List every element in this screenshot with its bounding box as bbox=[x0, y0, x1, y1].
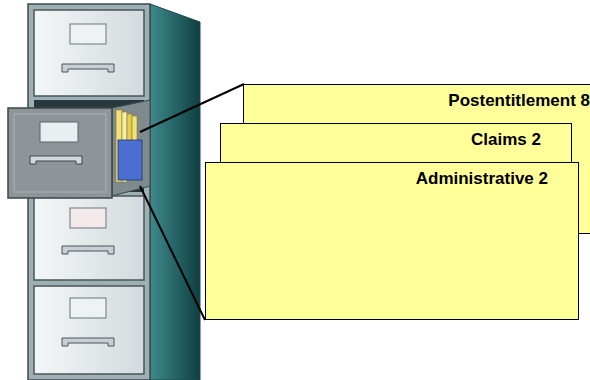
drawer bbox=[34, 196, 144, 280]
index-card: Administrative 2 bbox=[205, 162, 579, 320]
card-label: Claims 2 bbox=[221, 124, 571, 150]
open-drawer bbox=[8, 100, 150, 198]
drawer bbox=[34, 286, 144, 374]
cabinet-side bbox=[150, 4, 200, 380]
zoom-line bbox=[140, 186, 205, 320]
drawer bbox=[34, 10, 144, 96]
card-label: Postentitlement 8 bbox=[244, 85, 590, 111]
card-label: Administrative 2 bbox=[206, 163, 578, 189]
